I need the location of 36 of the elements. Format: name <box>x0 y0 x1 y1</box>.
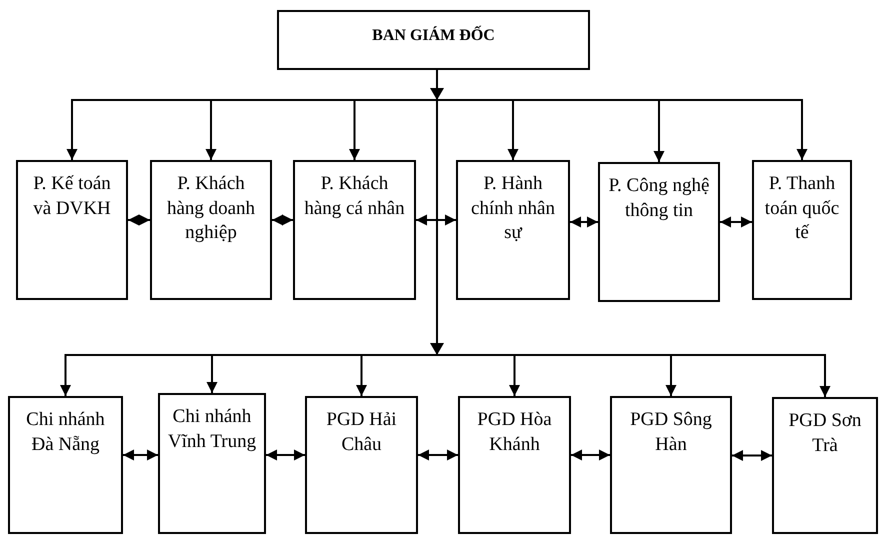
box-label: P. Công nghệ thông tin <box>608 174 710 223</box>
box-label: PGD Hải Châu <box>325 408 398 457</box>
box-label: Chi nhánh Vĩnh Trung <box>166 405 258 454</box>
department-box <box>458 396 571 534</box>
double-arrow <box>416 214 456 226</box>
double-arrow <box>571 450 610 460</box>
department-box <box>598 162 720 302</box>
department-box <box>8 396 123 534</box>
department-box <box>16 160 128 300</box>
double-arrow <box>720 216 752 228</box>
box-label: Chi nhánh Đà Nẵng <box>25 408 106 457</box>
department-box <box>752 160 852 300</box>
double-arrow <box>128 214 150 226</box>
double-arrow <box>418 450 458 460</box>
box-label: P. Khách hàng doanh nghiệp <box>166 172 256 246</box>
department-box <box>772 397 878 534</box>
double-arrow <box>123 450 158 460</box>
department-box <box>158 393 266 534</box>
department-box <box>610 396 732 534</box>
box-label: PGD Sơn Trà <box>788 409 862 458</box>
management-box <box>277 10 590 70</box>
department-box <box>293 160 416 300</box>
box-label: P. Kế toán và DVKH <box>32 172 112 221</box>
box-label: P. Khách hàng cá nhân <box>303 172 406 221</box>
department-box <box>150 160 272 300</box>
box-label: PGD Hòa Khánh <box>476 408 553 457</box>
double-arrow <box>266 450 305 460</box>
double-arrow <box>570 216 598 228</box>
box-label: BAN GIÁM ĐỐC <box>372 26 495 46</box>
department-box <box>456 160 570 300</box>
box-label: P. Thanh toán quốc tế <box>764 172 840 246</box>
double-arrow <box>272 214 293 226</box>
box-label: P. Hành chính nhân sự <box>470 172 556 246</box>
box-label: PGD Sông Hàn <box>629 408 713 457</box>
department-box <box>305 396 418 534</box>
double-arrow <box>732 450 772 461</box>
